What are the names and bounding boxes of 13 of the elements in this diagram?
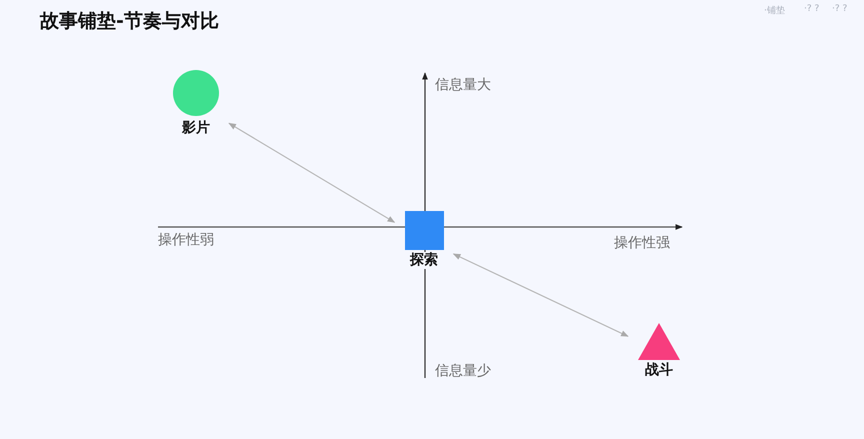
double-arrow [228,122,396,223]
axis-label: 操作性强 [614,234,670,252]
axis-label: 信息量大 [435,76,491,94]
double-arrow [452,253,629,337]
node-label: 战斗 [645,362,673,379]
header-note: ·? ? [832,4,848,14]
title: 故事铺垫-节奏与对比 [40,9,219,34]
header-note: ·铺垫 [764,4,785,17]
axis-label: 信息量少 [435,362,491,380]
header-note: ·? ? [804,4,820,14]
node-label: 探索 [410,252,438,269]
axis-label: 操作性弱 [158,231,214,249]
node-label: 影片 [182,120,210,137]
